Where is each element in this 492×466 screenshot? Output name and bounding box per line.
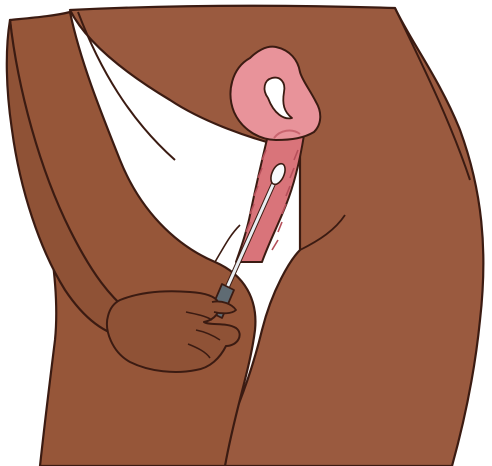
- illustration-canvas: [0, 0, 492, 466]
- swab-illustration: [0, 0, 492, 466]
